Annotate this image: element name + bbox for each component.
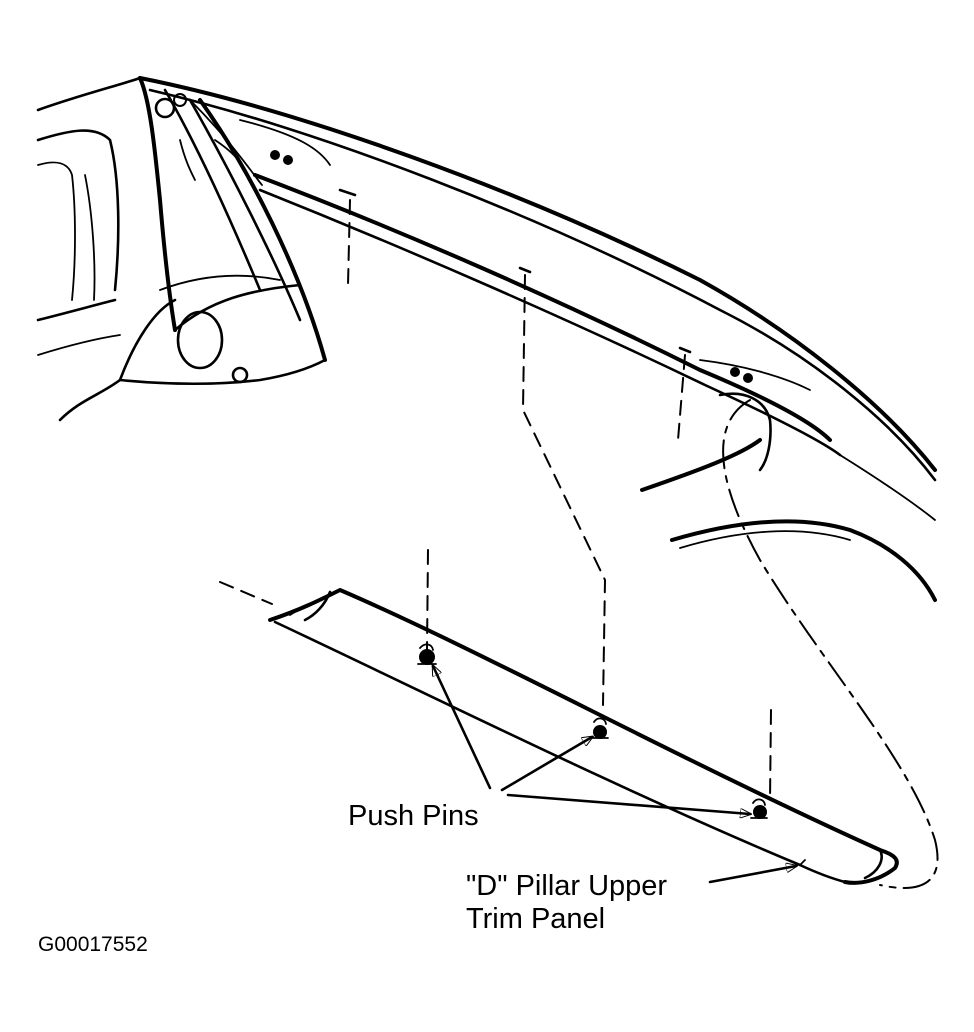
trim-panel-label-line1: "D" Pillar Upper xyxy=(466,870,668,902)
pillar-structure xyxy=(58,76,753,422)
callout-arrows xyxy=(433,666,796,884)
push-pin-3 xyxy=(750,798,768,819)
rear-window-frame xyxy=(36,76,142,356)
trim-panel-label-line2: Trim Panel xyxy=(466,903,606,935)
body-side-contours xyxy=(640,392,937,602)
roof-pin-holes xyxy=(338,188,692,354)
roof-rail xyxy=(138,76,937,521)
push-pin-2 xyxy=(591,717,609,739)
alignment-lines xyxy=(219,199,939,889)
trim-panel-shape xyxy=(268,588,899,885)
push-pins-label: Push Pins xyxy=(348,800,479,832)
figure-code: G00017552 xyxy=(38,933,148,956)
